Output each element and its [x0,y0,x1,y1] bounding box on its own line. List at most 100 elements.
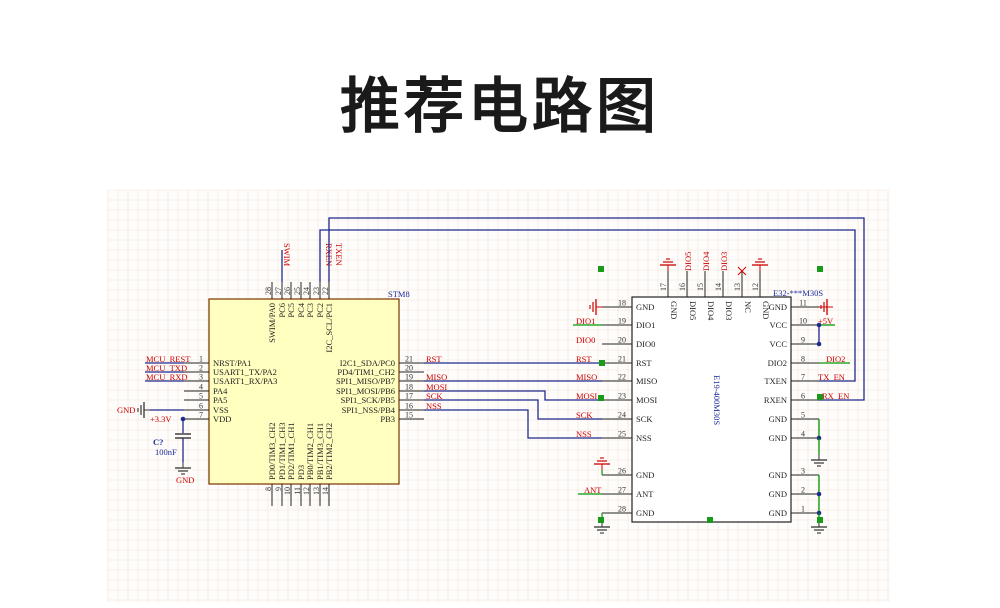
net-label-miso: MISO [576,372,597,382]
net-label-3v3: +3.3V [150,414,172,424]
connection-marker [598,266,604,272]
stm8-pin-label: PB0/TIM2_CH1 [305,423,315,480]
module-pin-label: GND [769,508,787,518]
net-label-ant: ANT [584,485,602,495]
module-designator: E32-***M30S [773,288,823,298]
stm8-pin-label: PC2 [315,303,325,318]
connection-marker [707,517,713,523]
module-pin-number: 1 [801,505,805,514]
net-label-gnd: GND [117,405,135,415]
stm8-pin-number: 12 [302,487,311,495]
module-pin-number: 21 [618,355,626,364]
net-label-mosi: MOSI [426,382,447,392]
stm8-pin-label: SPI1_MOSI/PB6 [336,386,395,396]
stm8-pin-number: 5 [199,392,203,401]
module-pin-label: GND [636,470,654,480]
connection-marker [598,395,604,401]
module-pin-number: 11 [799,299,807,308]
net-label-nss: NSS [576,429,592,439]
module-pin-number: 3 [801,467,805,476]
module-pin-number: 27 [618,486,626,495]
module-pin-label: DIO0 [636,339,655,349]
stm8-pin-number: 11 [293,487,302,495]
stm8-pin-number: 18 [405,383,413,392]
net-label-dio4: DIO4 [701,251,711,271]
net-label-txen: TXEN [334,243,344,266]
module-pin-number: 7 [801,373,805,382]
module-pin-label: GND [769,470,787,480]
module-pin-number: 23 [618,392,626,401]
connection-marker [599,360,605,366]
module-pin-label: ANT [636,489,654,499]
stm8-pin-label: NRST/PA1 [213,358,251,368]
stm8-pin-number: 2 [199,364,203,373]
stm8-pin-number: 14 [321,487,330,495]
module-pin-number: 15 [696,283,705,291]
connection-marker [817,394,823,400]
net-label-5v: +5V [818,316,834,326]
module-pin-label: DIO3 [724,301,734,320]
module-pin-number: 17 [659,283,668,291]
module-pin-number: 8 [801,355,805,364]
module-pin-number: 10 [799,317,807,326]
stm8-pin-number: 19 [405,373,413,382]
net-label-dio2: DIO2 [826,354,845,364]
stm8-pin-label: PA5 [213,395,227,405]
stm8-pin-number: 28 [264,287,273,295]
ground-symbol [752,258,768,271]
module-pin-label: DIO2 [768,358,787,368]
stm8-pin-label: USART1_TX/PA2 [213,367,277,377]
stm8-pin-number: 3 [199,373,203,382]
ground-symbol [660,258,676,271]
net-label-dio0: DIO0 [576,335,595,345]
stm8-pin-number: 23 [312,287,321,295]
stm8-pin-label: PC4 [296,302,306,317]
stm8-pin-label: PD4/TIM1_CH2 [337,367,395,377]
ground-symbol [811,454,827,467]
stm8-pin-label: PD3 [296,465,306,480]
stm8-pin-label: SPI1_SCK/PB5 [341,395,395,405]
stm8-pin-label: PD2/TIM1_CH1 [286,422,296,480]
connection-marker [817,517,823,523]
module-pin-label: GND [636,302,654,312]
stm8-pin-label: PB1/TIM3_CH1 [315,423,325,480]
module-pin-label: GND [769,414,787,424]
wire-nss [424,409,602,439]
module-pin-number: 22 [618,373,626,382]
net-label-dio3: DIO3 [719,252,729,271]
module-pin-label: RST [636,358,652,368]
module-pin-number: 20 [618,336,626,345]
module-pin-label: GND [761,301,771,319]
module-pin-label: MISO [636,376,657,386]
net-label-dio1: DIO1 [576,316,595,326]
ground-symbol [594,521,610,534]
net-label-tx-en: TX_EN [818,372,845,382]
ground-symbol [589,299,602,315]
stm8-pin-label: VSS [213,405,229,415]
wire-rxen [328,217,865,401]
module-pin-number: 14 [714,283,723,291]
stm8-pin-number: 8 [264,487,273,491]
stm8-pin-label: PB2/TIM2_CH2 [324,423,334,480]
junction-dot [816,341,822,347]
module-pin-number: 4 [801,430,805,439]
connection-marker [817,266,823,272]
module-pin-number: 6 [801,392,805,401]
stm8-pin-number: 25 [293,287,302,295]
stm8-pin-label: SPI1_NSS/PB4 [342,405,396,415]
net-label-rx-en: RX_EN [822,391,849,401]
module-pin-number: 9 [801,336,805,345]
module-pin-label: SCK [636,414,653,424]
stm8-pin-number: 1 [199,355,203,364]
module-pin-number: 26 [618,467,626,476]
wire-mosi [424,390,602,401]
module-pin-label: RXEN [764,395,787,405]
stm8-pin-label: SWIM/PA0 [267,303,277,343]
net-label-rst: RST [576,354,592,364]
net-label-dio5: DIO5 [683,252,693,271]
stm8-pin-number: 17 [405,392,413,401]
stm8-pin-label: VDD [213,414,231,424]
net-label-sck: SCK [426,391,443,401]
stm8-pin-label: I2C_SCL/PC1 [324,303,334,353]
